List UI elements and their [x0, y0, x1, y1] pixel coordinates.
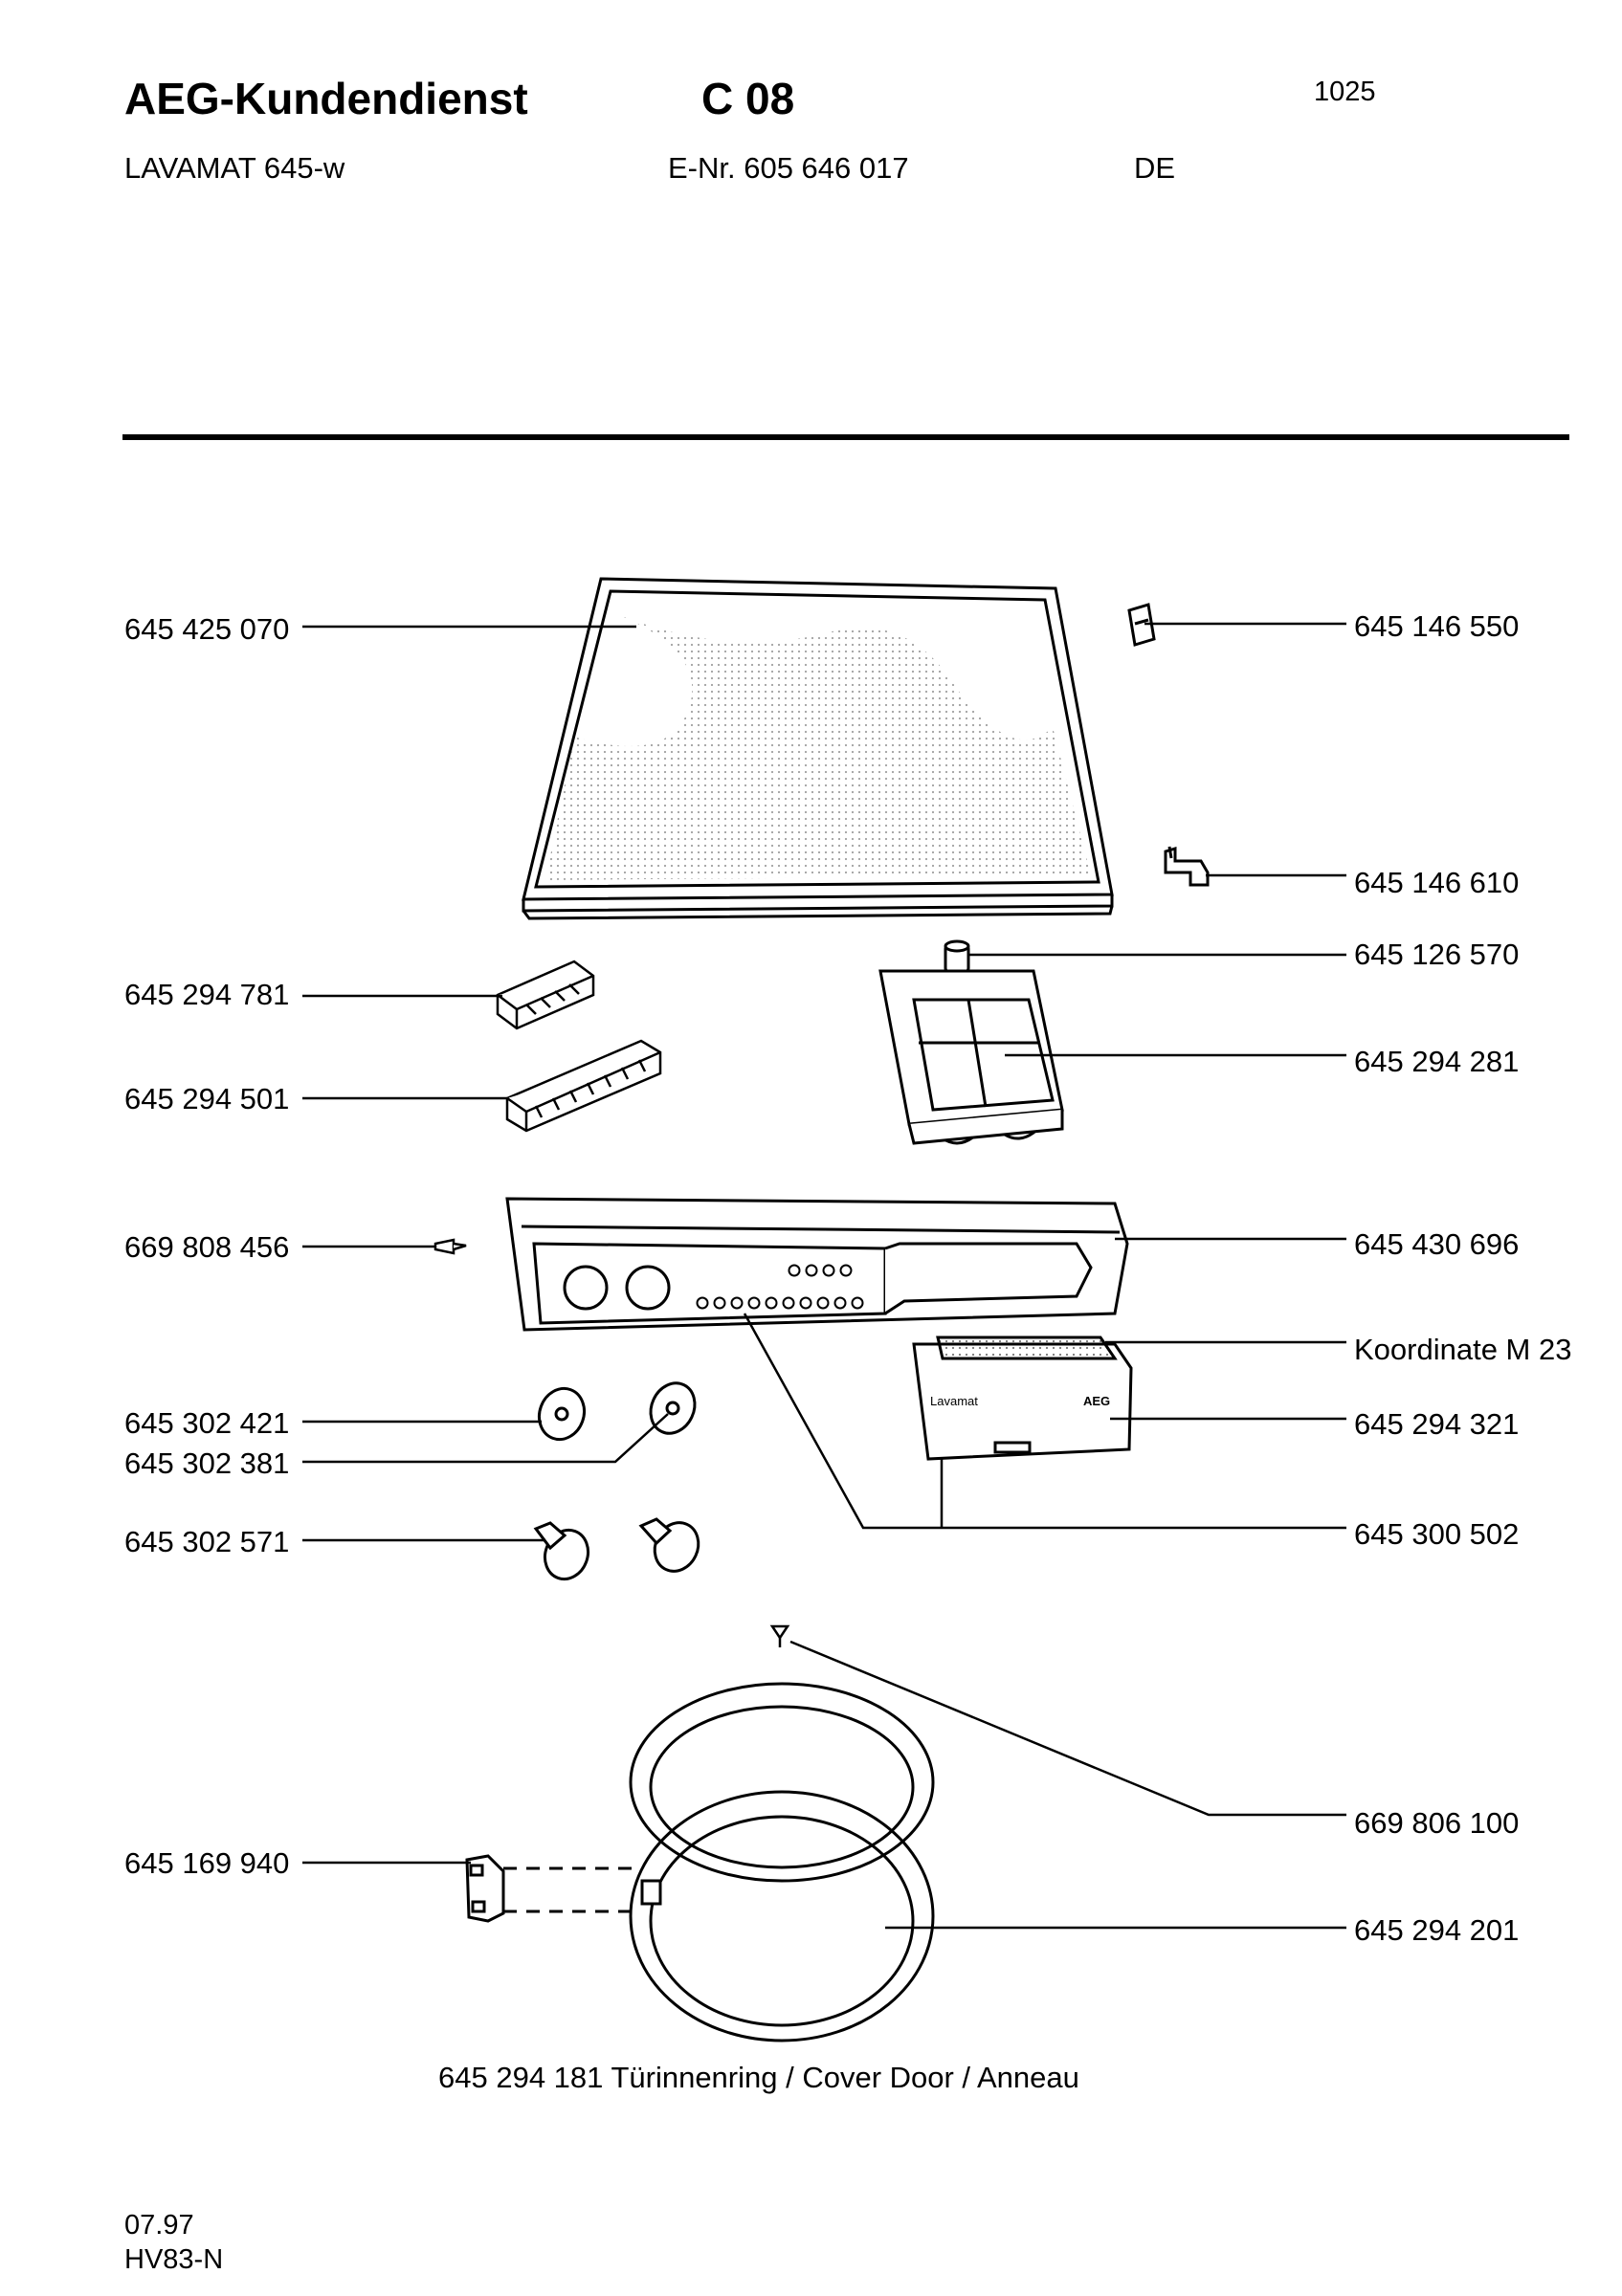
part-label-screw-ring: 669 806 100: [1354, 1806, 1520, 1840]
door-rings-drawing: [629, 1682, 935, 2042]
part-label-screw-panel: 669 808 456: [124, 1230, 290, 1264]
part-label-knob-cap-b: 645 302 381: [124, 1446, 290, 1480]
part-label-dispenser: 645 294 281: [1354, 1045, 1520, 1078]
model-name: LAVAMAT 645-w: [124, 151, 345, 185]
part-label-control-panel: 645 430 696: [1354, 1227, 1520, 1261]
part-label-top-cover: 645 425 070: [124, 612, 290, 646]
knob-caps-drawing: [537, 1381, 697, 1442]
plug-drawing: [944, 939, 970, 974]
section-code: C 08: [701, 74, 795, 123]
footer-code: HV83-N: [124, 2244, 224, 2275]
page-number: 1025: [1314, 77, 1376, 107]
e-number: E-Nr. 605 646 017: [668, 151, 909, 185]
control-panel-buttons: [696, 1264, 864, 1310]
screws-drawing: [433, 1238, 790, 1647]
bracket-right-drawing: [1164, 846, 1210, 887]
door-ring-caption: 645 294 181 Türinnenring / Cover Door / …: [438, 2061, 1079, 2094]
part-label-knobs: 645 302 571: [124, 1525, 290, 1558]
part-label-connector-small: 645 294 781: [124, 978, 290, 1011]
control-panel-drawing: [505, 1197, 1129, 1332]
part-label-hinge: 645 169 940: [124, 1846, 290, 1880]
footer-date: 07.97: [124, 2210, 194, 2241]
dispenser-drawing: [878, 969, 1064, 1145]
drawer-aeg-text: AEG: [1083, 1394, 1111, 1408]
part-label-koordinate: Koordinate M 23: [1354, 1333, 1572, 1366]
leader-lines: [302, 622, 1346, 1930]
part-label-connector-large: 645 294 501: [124, 1082, 290, 1115]
language-code: DE: [1134, 151, 1176, 185]
top-cover-drawing: [522, 577, 1114, 920]
brand-title: AEG-Kundendienst: [124, 74, 528, 123]
knobs-drawing: [533, 1517, 700, 1581]
part-label-door-ring: 645 294 201: [1354, 1913, 1520, 1947]
part-label-buttons: 645 300 502: [1354, 1517, 1520, 1551]
part-label-plug: 645 126 570: [1354, 938, 1520, 971]
connector-large-drawing: [505, 1039, 662, 1133]
connector-small-drawing: [496, 960, 595, 1030]
part-label-knob-cap-a: 645 302 421: [124, 1406, 290, 1440]
drawer-drawing: [912, 1336, 1133, 1461]
drawer-lavamat-text: Lavamat: [930, 1394, 978, 1408]
clip-top-right-drawing: [1127, 603, 1156, 647]
part-label-drawer: 645 294 321: [1354, 1407, 1520, 1441]
hinge-drawing: [465, 1854, 636, 1923]
part-label-bracket-right: 645 146 610: [1354, 866, 1520, 899]
part-label-clip-top-right: 645 146 550: [1354, 609, 1520, 643]
